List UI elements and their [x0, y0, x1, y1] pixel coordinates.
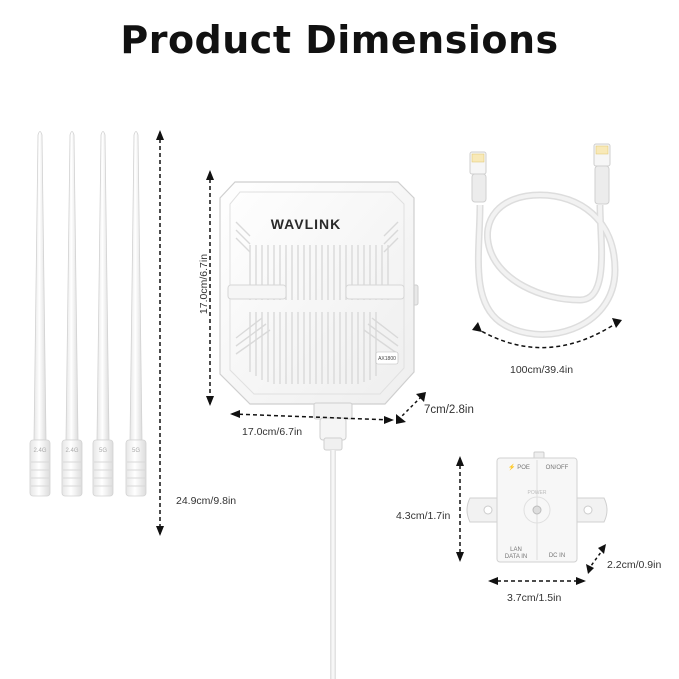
lan-data-in-label: LAN [510, 547, 522, 553]
antenna-band-label: 2.4G [65, 448, 78, 454]
brand-logo: WAVLINK [271, 216, 342, 232]
page-title: Product Dimensions [120, 18, 559, 62]
antenna-group: 2.4G 2.4G 5G 5G [29, 131, 147, 497]
dc-in-label: DC IN [549, 553, 565, 559]
antenna-1 [29, 131, 51, 497]
router-width-label: 17.0cm/6.7in [242, 426, 303, 438]
antenna-length-label: 24.9cm/9.8in [176, 495, 237, 507]
antenna-band-label: 5G [99, 448, 107, 454]
lan-data-in-label-2: DATA IN [505, 554, 527, 560]
router-depth-line [397, 393, 425, 421]
router-badge-box [375, 351, 399, 365]
poe-injector-illustration [466, 451, 608, 563]
router-depth-label: 7cm/2.8in [424, 404, 474, 416]
power-label: POWER [528, 490, 547, 496]
router-badge: AX1800 [378, 356, 396, 362]
poe-depth-line [587, 547, 605, 571]
poe-depth-label: 2.2cm/0.9in [607, 559, 662, 571]
antenna-2 [61, 131, 83, 497]
ethernet-cable-illustration [469, 143, 619, 338]
router-height-label: 17.0cm/6.7in [198, 253, 210, 315]
antenna-band-label: 2.4G [33, 448, 46, 454]
poe-port-label: ⚡ POE [508, 463, 530, 471]
router-illustration: WAVLINK AX1800 [219, 181, 419, 679]
antenna-4 [125, 131, 147, 497]
onoff-label: ON/OFF [546, 465, 569, 471]
cable-length-label: 100cm/39.4in [510, 364, 574, 376]
poe-width-label: 3.7cm/1.5in [507, 592, 562, 604]
router-width-line [231, 413, 393, 421]
poe-height-label: 4.3cm/1.7in [396, 510, 451, 522]
antenna-3 [92, 131, 114, 497]
antenna-band-label: 5G [132, 448, 140, 454]
